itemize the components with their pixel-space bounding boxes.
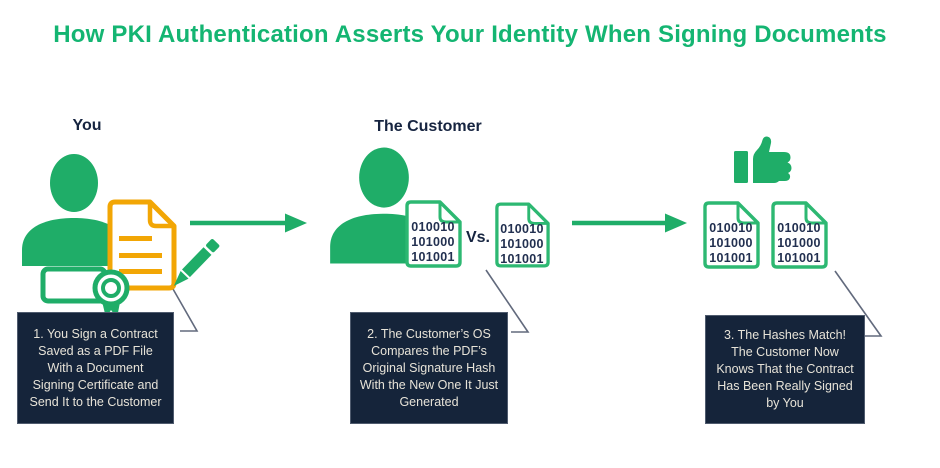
thumbs-up-icon <box>734 136 792 183</box>
hash-document-icon <box>405 200 462 268</box>
hash-document-icon <box>703 201 760 269</box>
arrow-step2-to-step3 <box>572 213 687 233</box>
hash-document-icon <box>495 202 550 268</box>
arrow-step1-to-step2 <box>190 213 307 233</box>
section-you-label: You <box>72 117 102 134</box>
page-title: How PKI Authentication Asserts Your Iden… <box>53 21 887 48</box>
pencil-icon <box>173 239 220 286</box>
person-icon <box>22 154 126 266</box>
hash-document-icon <box>771 201 828 269</box>
section-customer-label: The Customer <box>374 118 482 135</box>
vs-label: Vs. <box>465 229 490 246</box>
callout-line-1 <box>172 288 199 332</box>
